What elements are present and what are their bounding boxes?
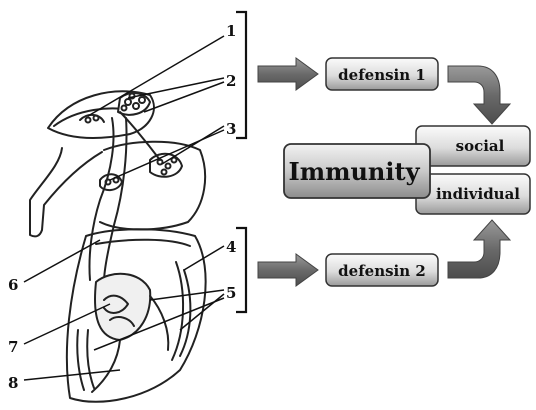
- curved-arrow-down: [448, 66, 510, 124]
- label-1: 1: [226, 22, 236, 40]
- label-8: 8: [8, 374, 18, 392]
- label-2: 2: [226, 72, 236, 90]
- bracket-lower: [236, 228, 246, 312]
- arrow-to-defensin-1: [258, 58, 318, 90]
- defensin-1-box: defensin 1: [326, 58, 438, 90]
- social-box: social: [416, 126, 530, 166]
- bracket-upper: [236, 12, 246, 138]
- label-7: 7: [8, 338, 18, 356]
- social-label: social: [456, 137, 505, 155]
- defensin-1-label: defensin 1: [338, 66, 426, 84]
- arrow-to-defensin-2: [258, 254, 318, 286]
- individual-box: individual: [416, 174, 530, 214]
- label-5: 5: [226, 284, 236, 302]
- individual-label: individual: [436, 185, 520, 203]
- immunity-box: Immunity: [284, 144, 430, 198]
- label-3: 3: [226, 120, 236, 138]
- label-6: 6: [8, 276, 18, 294]
- curved-arrow-up: [448, 220, 510, 278]
- bee-anatomy-drawing: [30, 91, 206, 401]
- defensin-2-label: defensin 2: [338, 262, 426, 280]
- defensin-2-box: defensin 2: [326, 254, 438, 286]
- brackets: [236, 12, 246, 312]
- immunity-label: Immunity: [288, 157, 420, 186]
- label-4: 4: [226, 238, 236, 256]
